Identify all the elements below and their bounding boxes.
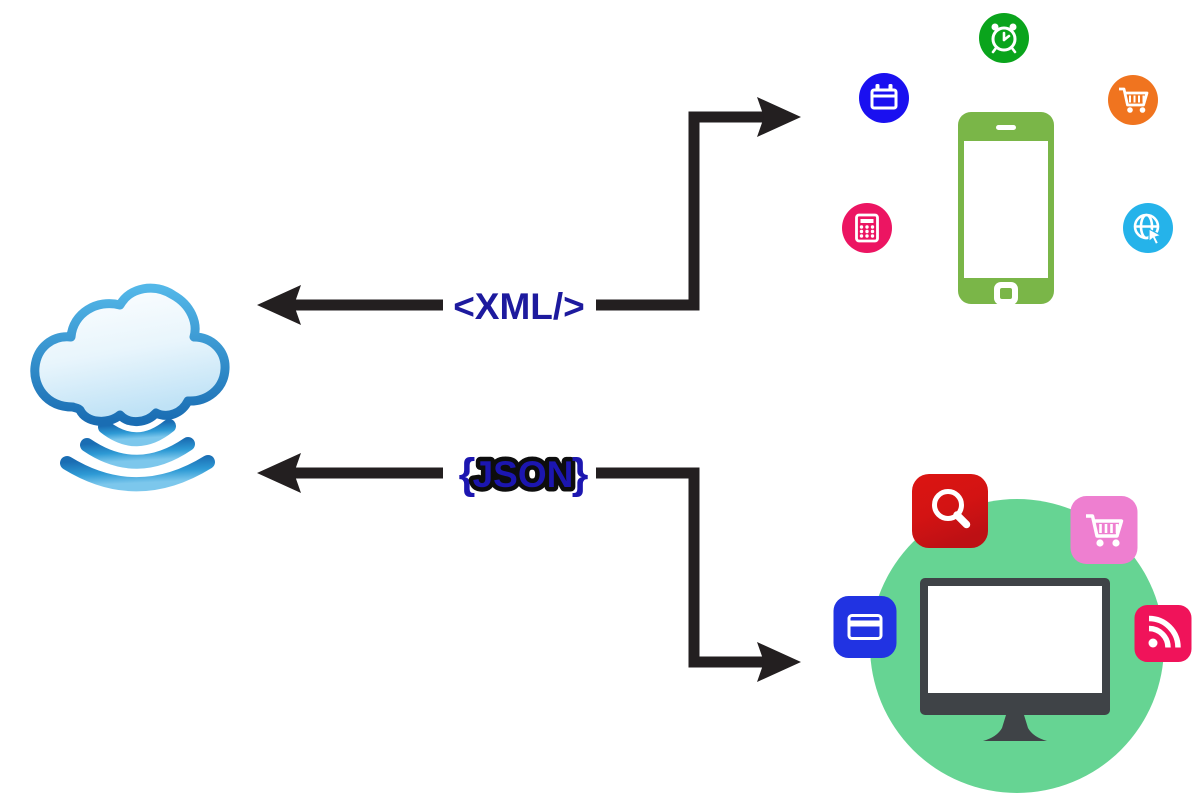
wifi-waves [60, 419, 215, 492]
json-open-brace: { [459, 450, 476, 498]
cart-badge [1108, 75, 1158, 125]
monitor-screen [928, 586, 1102, 693]
calendar-icon [859, 73, 909, 123]
phone-home-button-hole [1000, 288, 1012, 299]
cart-badge [1070, 496, 1138, 564]
card-badge [833, 596, 897, 658]
cloud-shape [30, 283, 230, 426]
arrow-json-to-cloud [257, 453, 443, 493]
shopping-cart-icon [1070, 496, 1138, 564]
shopping-cart-icon [1108, 75, 1158, 125]
calendar-badge [859, 73, 909, 123]
connector-json-to-desktop [596, 467, 801, 682]
arrow-shaft [294, 299, 443, 311]
connector-line [596, 467, 765, 668]
phone-speaker [996, 125, 1016, 130]
phone-screen [964, 141, 1048, 278]
arrowhead-left [257, 453, 301, 493]
arrow-shaft [294, 467, 443, 479]
connector-line [596, 111, 765, 311]
smartphone-icon [958, 112, 1054, 305]
browser-badge [1123, 203, 1173, 253]
alarm-clock-icon [979, 13, 1029, 63]
monitor-stand [983, 715, 1047, 741]
json-close-brace: } [572, 450, 589, 498]
credit-card-icon [833, 596, 897, 658]
calculator-icon [842, 203, 892, 253]
web-browser-icon [1123, 203, 1173, 253]
rss-icon [1134, 605, 1192, 662]
arrowhead-right [757, 642, 801, 682]
json-word: JSON [473, 454, 574, 495]
desktop-monitor-icon [920, 578, 1110, 741]
xml-label: <XML/> [453, 286, 585, 327]
search-icon [912, 474, 988, 548]
cloud-wifi-icon [30, 283, 230, 492]
json-label: { JSON } [459, 450, 589, 500]
arrowhead-right [757, 97, 801, 137]
search-badge [912, 474, 988, 548]
arrow-xml-to-cloud [257, 285, 443, 325]
connector-xml-to-phone [596, 97, 801, 311]
cursor-arrow-icon [1148, 227, 1163, 246]
arrowhead-left [257, 285, 301, 325]
